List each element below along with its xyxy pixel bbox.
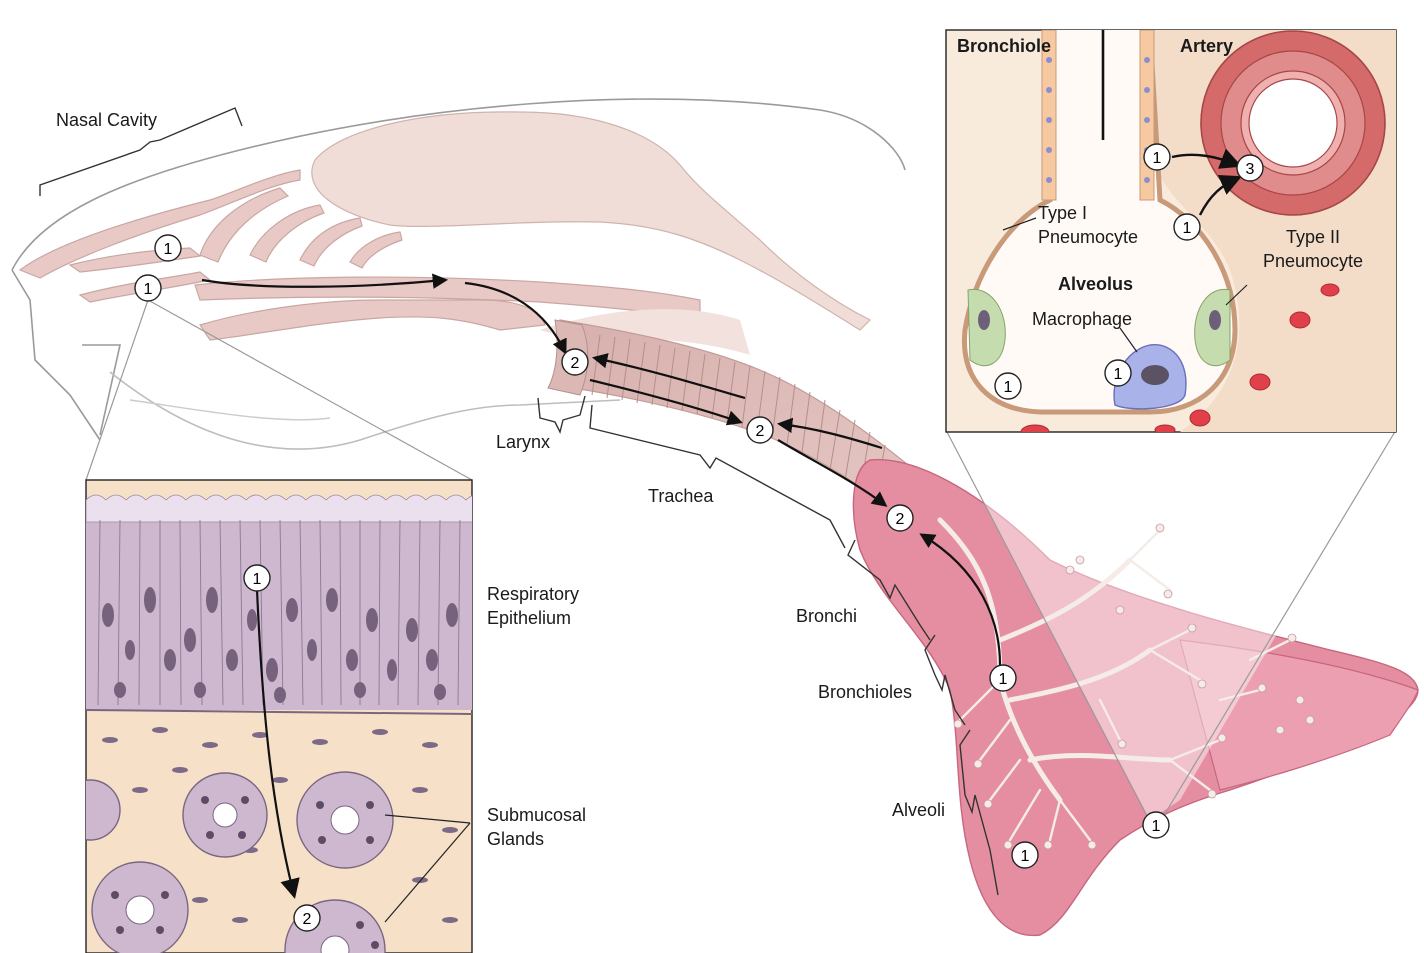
- marker-1-alveolus-floor: 1: [995, 373, 1021, 399]
- svg-text:1: 1: [1153, 150, 1162, 167]
- epithelium-inset: [60, 480, 486, 953]
- marker-2-bronchi: 2: [887, 505, 913, 531]
- marker-1-bronchiole: 1: [990, 665, 1016, 691]
- marker-2-larynx: 2: [562, 349, 588, 375]
- label-type1-pneumocyte: Type I Pneumocyte: [1038, 201, 1138, 249]
- label-type2-pneumocyte: Type II Pneumocyte: [1248, 225, 1378, 273]
- label-alveolus: Alveolus: [1058, 272, 1133, 296]
- gland-2: [297, 772, 393, 868]
- label-respiratory-epithelium: Respiratory Epithelium: [487, 582, 579, 630]
- marker-1-nasal-upper: 1: [155, 235, 181, 261]
- svg-text:1: 1: [1021, 848, 1030, 865]
- svg-text:1: 1: [999, 671, 1008, 688]
- marker-1-macrophage: 1: [1105, 360, 1131, 386]
- svg-text:1: 1: [1152, 818, 1161, 835]
- marker-2-trachea: 2: [747, 417, 773, 443]
- svg-text:2: 2: [896, 511, 905, 528]
- gland-1: [183, 773, 267, 857]
- svg-text:1: 1: [1114, 366, 1123, 383]
- svg-text:1: 1: [1183, 220, 1192, 237]
- label-nasal-cavity: Nasal Cavity: [56, 108, 157, 132]
- label-macrophage: Macrophage: [1032, 307, 1132, 331]
- label-bronchioles: Bronchioles: [818, 680, 912, 704]
- marker-1-epithelium: 1: [244, 565, 270, 591]
- gland-3: [92, 862, 188, 953]
- marker-1-type1: 1: [1174, 214, 1200, 240]
- label-trachea: Trachea: [648, 484, 713, 508]
- label-submucosal-glands: Submucosal Glands: [487, 803, 586, 851]
- svg-text:2: 2: [303, 911, 312, 928]
- svg-text:1: 1: [144, 281, 153, 298]
- marker-1-bronchiole-wall: 1: [1144, 144, 1170, 170]
- label-alveoli: Alveoli: [892, 798, 945, 822]
- svg-text:3: 3: [1246, 161, 1255, 178]
- marker-1-nasal-lower: 1: [135, 275, 161, 301]
- svg-text:2: 2: [756, 423, 765, 440]
- svg-text:1: 1: [253, 571, 262, 588]
- svg-text:1: 1: [1004, 379, 1013, 396]
- label-bronchi: Bronchi: [796, 604, 857, 628]
- label-artery: Artery: [1180, 34, 1233, 58]
- label-larynx: Larynx: [496, 430, 550, 454]
- svg-text:2: 2: [571, 355, 580, 372]
- marker-3-artery: 3: [1237, 155, 1263, 181]
- svg-text:1: 1: [164, 241, 173, 258]
- marker-1-alveoli-a: 1: [1012, 842, 1038, 868]
- marker-1-alveoli-b: 1: [1143, 812, 1169, 838]
- label-bronchiole: Bronchiole: [957, 34, 1051, 58]
- marker-2-gland: 2: [294, 905, 320, 931]
